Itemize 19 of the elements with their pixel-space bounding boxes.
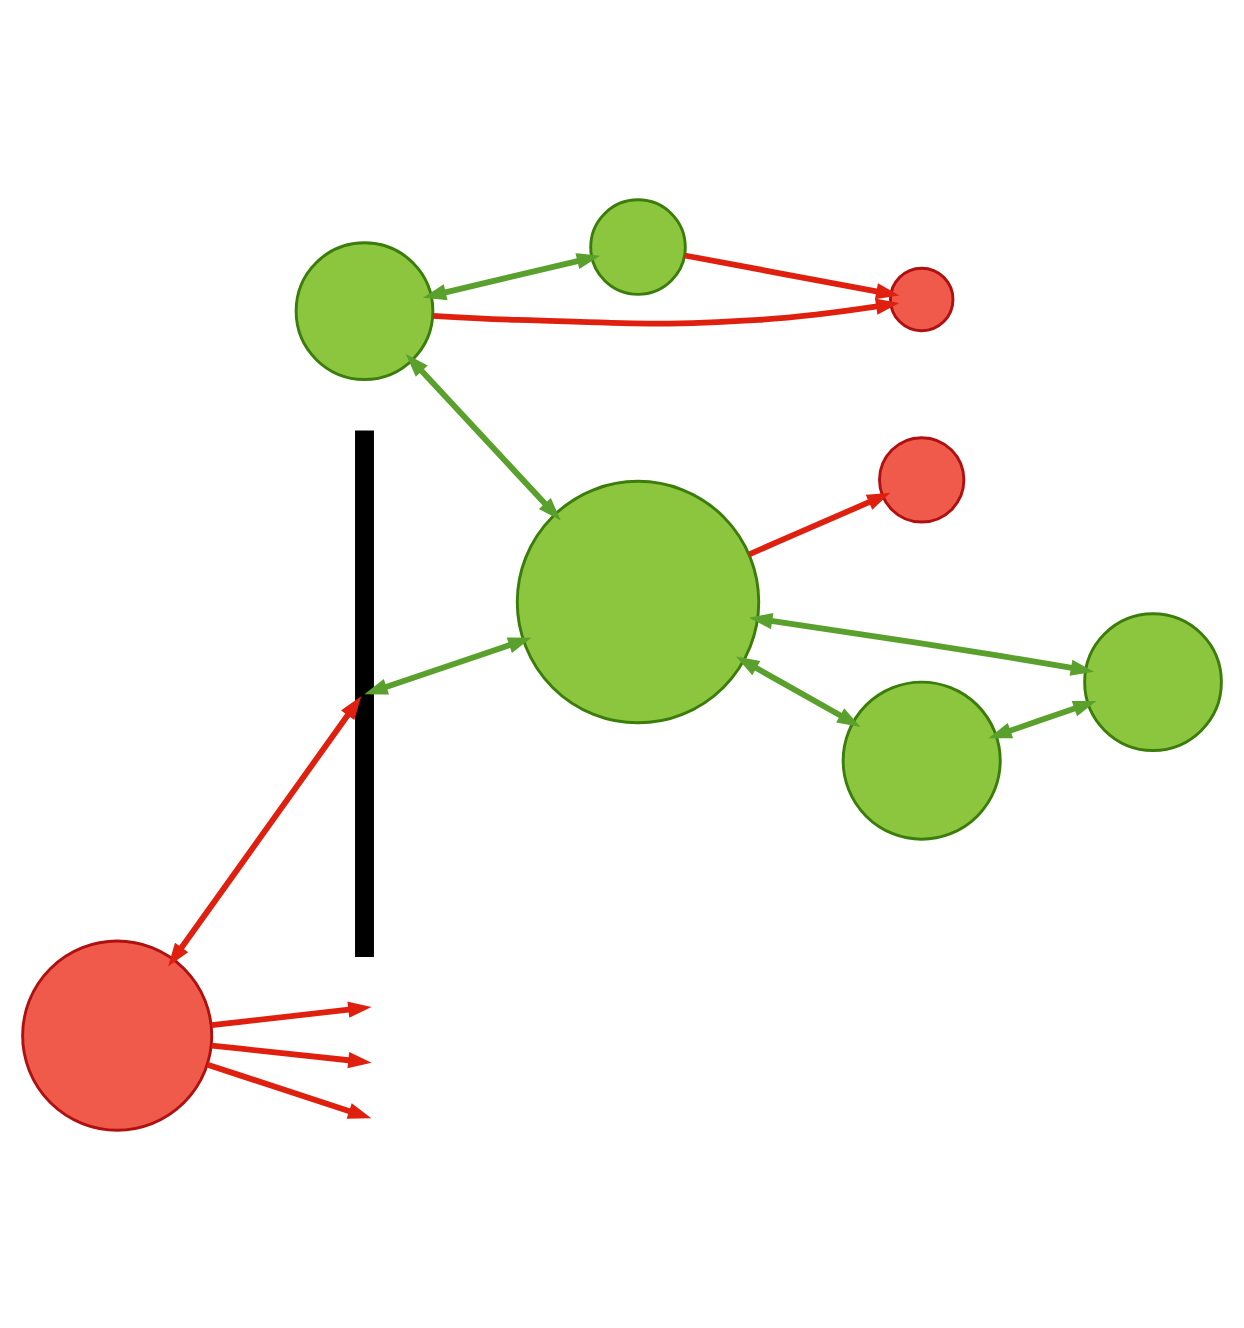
arrow — [405, 353, 561, 520]
arrow — [735, 655, 861, 726]
node-circle — [841, 679, 1002, 840]
node-bar — [355, 429, 374, 957]
arrow — [684, 251, 900, 299]
node-circle — [1083, 611, 1223, 751]
arrow — [748, 491, 891, 556]
arrow — [211, 1000, 372, 1027]
arrow — [364, 636, 532, 694]
arrow — [168, 695, 362, 966]
arrow — [211, 1041, 372, 1068]
arrow — [988, 699, 1097, 738]
node-circle — [878, 435, 966, 523]
node-circle — [888, 265, 955, 332]
node-circle — [589, 197, 687, 295]
arrow — [206, 1060, 372, 1118]
arrow — [422, 252, 601, 300]
arrow — [432, 297, 900, 326]
arrow — [749, 612, 1094, 675]
